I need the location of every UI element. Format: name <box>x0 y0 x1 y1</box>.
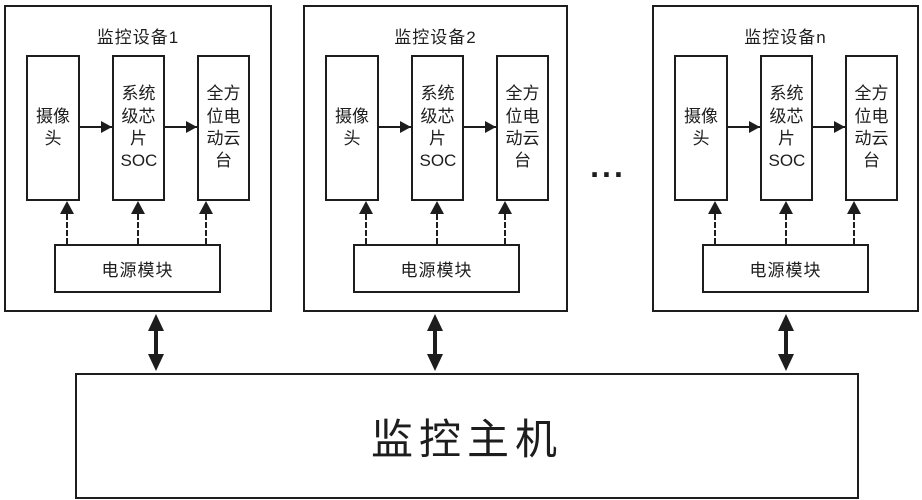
camera-to-soc-arrow <box>379 121 411 133</box>
power-module-box: 电源模块 <box>702 244 869 293</box>
arrowhead-up-icon <box>708 201 722 214</box>
soc-label: 系统级芯片 SOC <box>419 84 457 171</box>
power-to-soc-arrow <box>430 201 444 244</box>
power-module-label: 电源模块 <box>400 261 473 280</box>
camera-label: 摄像头 <box>684 106 718 148</box>
host-box: 监控主机 <box>75 373 859 499</box>
arrow-stem <box>154 328 158 357</box>
camera-box: 摄像头 <box>26 55 80 201</box>
arrowhead-up-icon <box>430 201 444 214</box>
arrowhead-up-icon <box>131 201 145 214</box>
arrowhead-up-icon <box>847 201 861 214</box>
power-to-soc-arrow <box>779 201 793 244</box>
soc-box: 系统级芯片 SOC <box>112 55 165 201</box>
soc-to-gimbal-arrow <box>464 121 496 133</box>
dashed-line <box>714 214 716 244</box>
arrowhead-up-icon <box>199 201 213 214</box>
dashed-line <box>205 214 207 244</box>
camera-label: 摄像头 <box>335 106 369 148</box>
camera-label: 摄像头 <box>36 106 70 148</box>
soc-box: 系统级芯片 SOC <box>411 55 464 201</box>
dashed-line <box>365 214 367 244</box>
dashed-line <box>853 214 855 244</box>
device-title: 监控设备1 <box>96 28 180 47</box>
camera-box: 摄像头 <box>674 55 728 201</box>
soc-to-gimbal-arrow <box>813 121 845 133</box>
dashed-line <box>785 214 787 244</box>
gimbal-label: 全方位电动云台 <box>854 84 889 171</box>
soc-box: 系统级芯片 SOC <box>760 55 813 201</box>
gimbal-label: 全方位电动云台 <box>505 84 540 171</box>
device-box-n: 监控设备n 摄像头 系统级芯片 SOC 全方位电动云台 电源模块 <box>652 5 919 312</box>
device-box-1: 监控设备1 摄像头 系统级芯片 SOC 全方位电动云台 电源模块 <box>4 5 272 312</box>
gimbal-box: 全方位电动云台 <box>197 55 250 201</box>
dashed-line <box>66 214 68 244</box>
devices-ellipsis: ... <box>590 148 626 184</box>
power-module-box: 电源模块 <box>353 244 520 293</box>
gimbal-box: 全方位电动云台 <box>845 55 898 201</box>
camera-to-soc-arrow <box>80 121 112 133</box>
host-label: 监控主机 <box>370 415 563 463</box>
dashed-line <box>436 214 438 244</box>
power-module-box: 电源模块 <box>54 244 221 293</box>
device-title: 监控设备2 <box>394 28 477 47</box>
arrowhead-up-icon <box>779 201 793 214</box>
device1-host-link-arrow <box>148 314 164 371</box>
dashed-line <box>137 214 139 244</box>
arrowhead-up-icon <box>359 201 373 214</box>
camera-box: 摄像头 <box>325 55 379 201</box>
device2-host-link-arrow <box>427 314 443 371</box>
power-module-label: 电源模块 <box>749 261 822 280</box>
arrowhead-up-icon <box>498 201 512 214</box>
soc-to-gimbal-arrow <box>165 121 197 133</box>
power-to-gimbal-arrow <box>847 201 861 244</box>
power-to-gimbal-arrow <box>498 201 512 244</box>
gimbal-label: 全方位电动云台 <box>206 84 241 171</box>
device-title: 监控设备n <box>744 28 827 47</box>
power-to-soc-arrow <box>131 201 145 244</box>
gimbal-box: 全方位电动云台 <box>496 55 549 201</box>
soc-label: 系统级芯片 SOC <box>120 84 158 171</box>
dashed-line <box>504 214 506 244</box>
arrowhead-up-icon <box>60 201 74 214</box>
arrow-stem <box>433 328 437 357</box>
camera-to-soc-arrow <box>728 121 760 133</box>
device-box-2: 监控设备2 摄像头 系统级芯片 SOC 全方位电动云台 电源模块 <box>303 5 568 312</box>
power-module-label: 电源模块 <box>101 261 174 280</box>
devicen-host-link-arrow <box>778 314 794 371</box>
soc-label: 系统级芯片 SOC <box>768 84 806 171</box>
power-to-camera-arrow <box>359 201 373 244</box>
power-to-camera-arrow <box>60 201 74 244</box>
power-to-camera-arrow <box>708 201 722 244</box>
arrow-stem <box>784 328 788 357</box>
power-to-gimbal-arrow <box>199 201 213 244</box>
